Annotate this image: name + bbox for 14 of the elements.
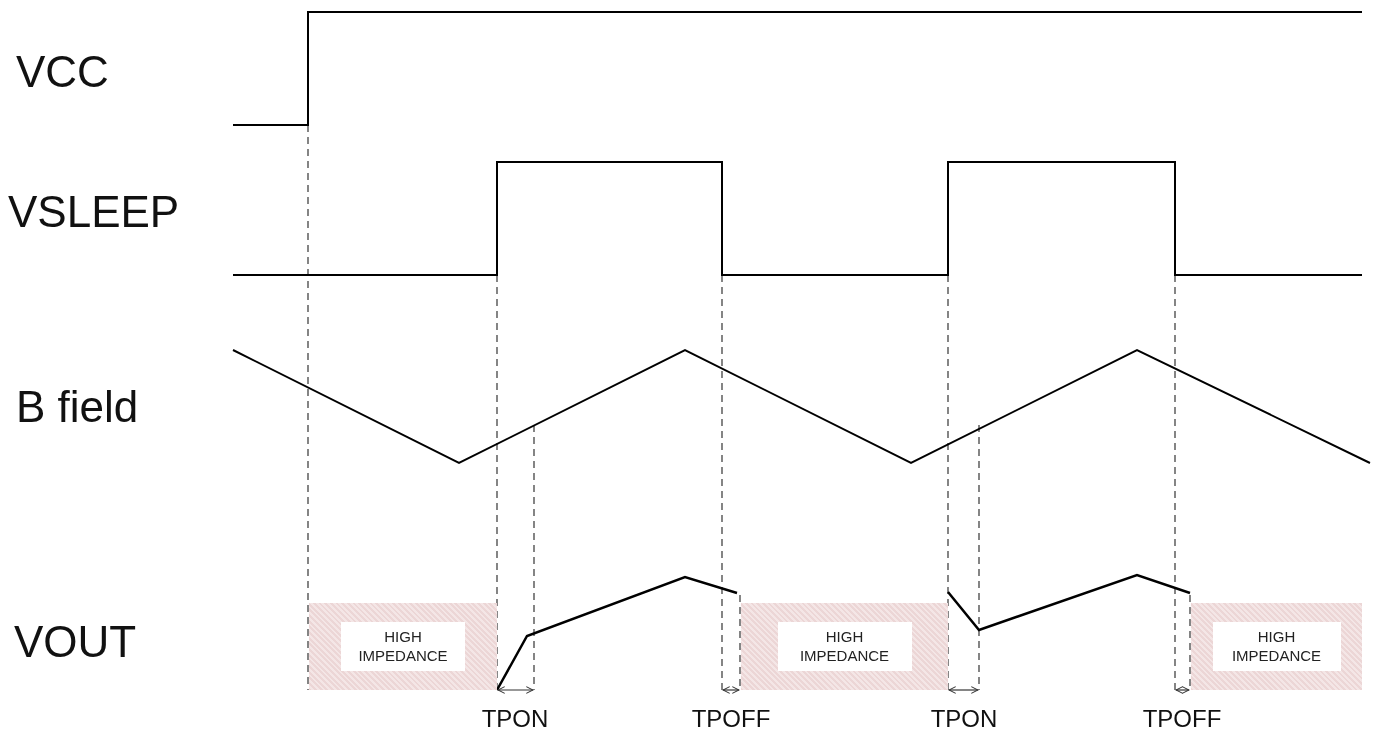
signal-name: VOUT (14, 620, 137, 664)
high-impedance-band (741, 603, 948, 690)
timing-label: TPON (481, 707, 549, 731)
band-label: HIGH IMPEDANCE (777, 621, 912, 672)
signal-name: VCC (16, 50, 109, 94)
signal-name: VSLEEP (8, 190, 180, 234)
high-impedance-band (309, 603, 497, 690)
band-label: HIGH IMPEDANCE (1212, 621, 1341, 672)
signal-name: B field (16, 385, 139, 429)
timing-label: TPON (930, 707, 998, 731)
timing-label: TPOFF (1142, 707, 1222, 731)
timing-label: TPOFF (691, 707, 771, 731)
band-label: HIGH IMPEDANCE (341, 621, 465, 672)
high-impedance-band (1191, 603, 1362, 690)
